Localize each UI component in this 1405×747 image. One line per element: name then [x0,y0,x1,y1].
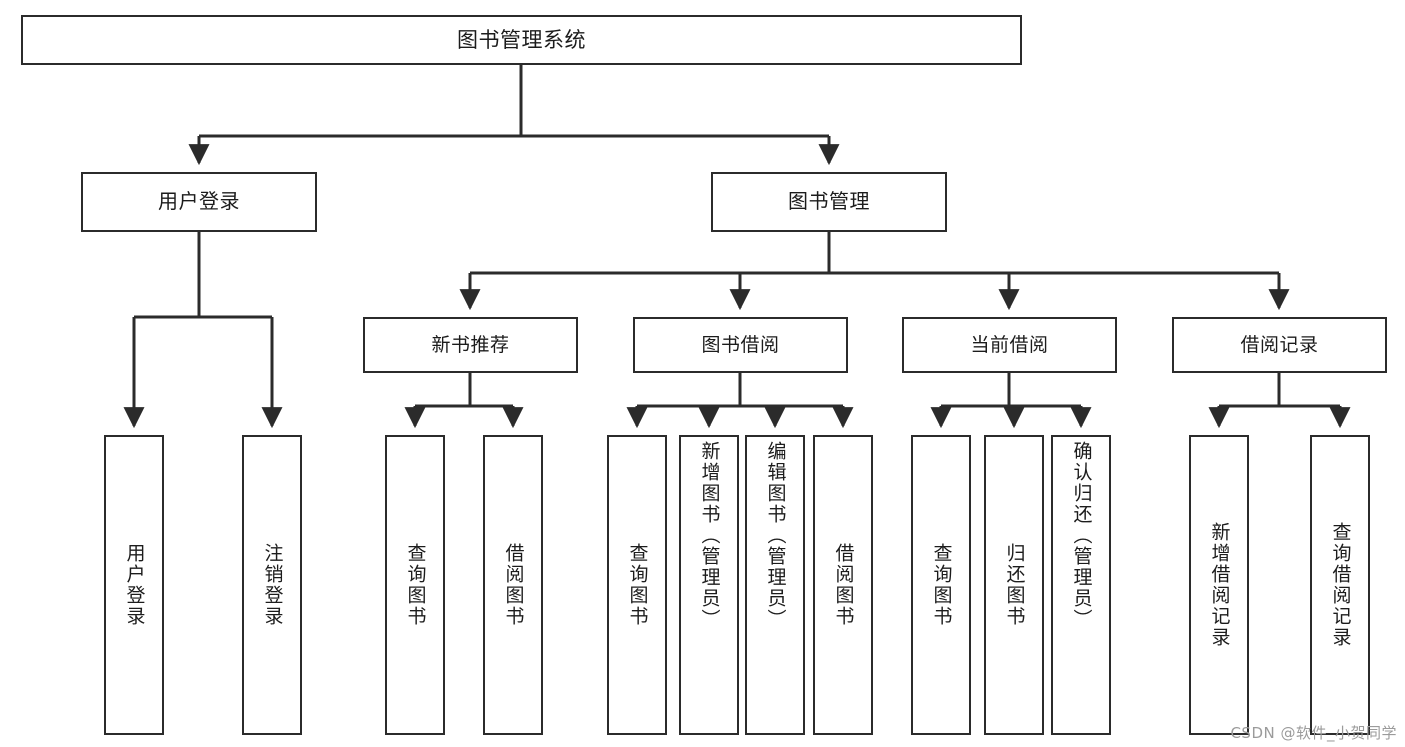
node-leaf-11[interactable]: 新增借阅记录 [1189,435,1249,735]
node-level2-0-label: 用户登录 [158,189,240,214]
node-leaf-8-label: 查询图书 [930,543,953,627]
node-level3-3-label: 借阅记录 [1240,333,1319,356]
node-leaf-3[interactable]: 借阅图书 [483,435,543,735]
node-leaf-10[interactable]: 确认归还（管理员） [1051,435,1111,735]
node-leaf-5-label: 新增图书（管理员） [698,441,721,630]
node-leaf-2[interactable]: 查询图书 [385,435,445,735]
node-leaf-6-label: 编辑图书（管理员） [764,441,787,630]
node-leaf-9-label: 归还图书 [1003,543,1026,627]
node-root-label: 图书管理系统 [457,27,586,52]
node-level3-0[interactable]: 新书推荐 [363,317,578,373]
node-level3-1-label: 图书借阅 [701,333,780,356]
node-leaf-9[interactable]: 归还图书 [984,435,1044,735]
node-leaf-10-label: 确认归还（管理员） [1070,441,1093,630]
node-level2-1[interactable]: 图书管理 [711,172,947,232]
node-leaf-4[interactable]: 查询图书 [607,435,667,735]
node-leaf-11-label: 新增借阅记录 [1208,522,1231,648]
node-leaf-1-label: 注销登录 [261,543,284,627]
node-leaf-12-label: 查询借阅记录 [1329,522,1352,648]
node-level2-0[interactable]: 用户登录 [81,172,317,232]
node-leaf-7-label: 借阅图书 [832,543,855,627]
node-leaf-2-label: 查询图书 [404,543,427,627]
node-level3-3[interactable]: 借阅记录 [1172,317,1387,373]
node-leaf-12[interactable]: 查询借阅记录 [1310,435,1370,735]
node-leaf-8[interactable]: 查询图书 [911,435,971,735]
node-leaf-3-label: 借阅图书 [502,543,525,627]
node-leaf-0[interactable]: 用户登录 [104,435,164,735]
node-level3-2[interactable]: 当前借阅 [902,317,1117,373]
node-leaf-6[interactable]: 编辑图书（管理员） [745,435,805,735]
node-root[interactable]: 图书管理系统 [21,15,1022,65]
node-level3-0-label: 新书推荐 [431,333,510,356]
node-leaf-0-label: 用户登录 [123,543,146,627]
node-level3-1[interactable]: 图书借阅 [633,317,848,373]
node-level2-1-label: 图书管理 [788,189,870,214]
node-level3-2-label: 当前借阅 [970,333,1049,356]
node-leaf-4-label: 查询图书 [626,543,649,627]
node-leaf-5[interactable]: 新增图书（管理员） [679,435,739,735]
node-leaf-7[interactable]: 借阅图书 [813,435,873,735]
node-leaf-1[interactable]: 注销登录 [242,435,302,735]
